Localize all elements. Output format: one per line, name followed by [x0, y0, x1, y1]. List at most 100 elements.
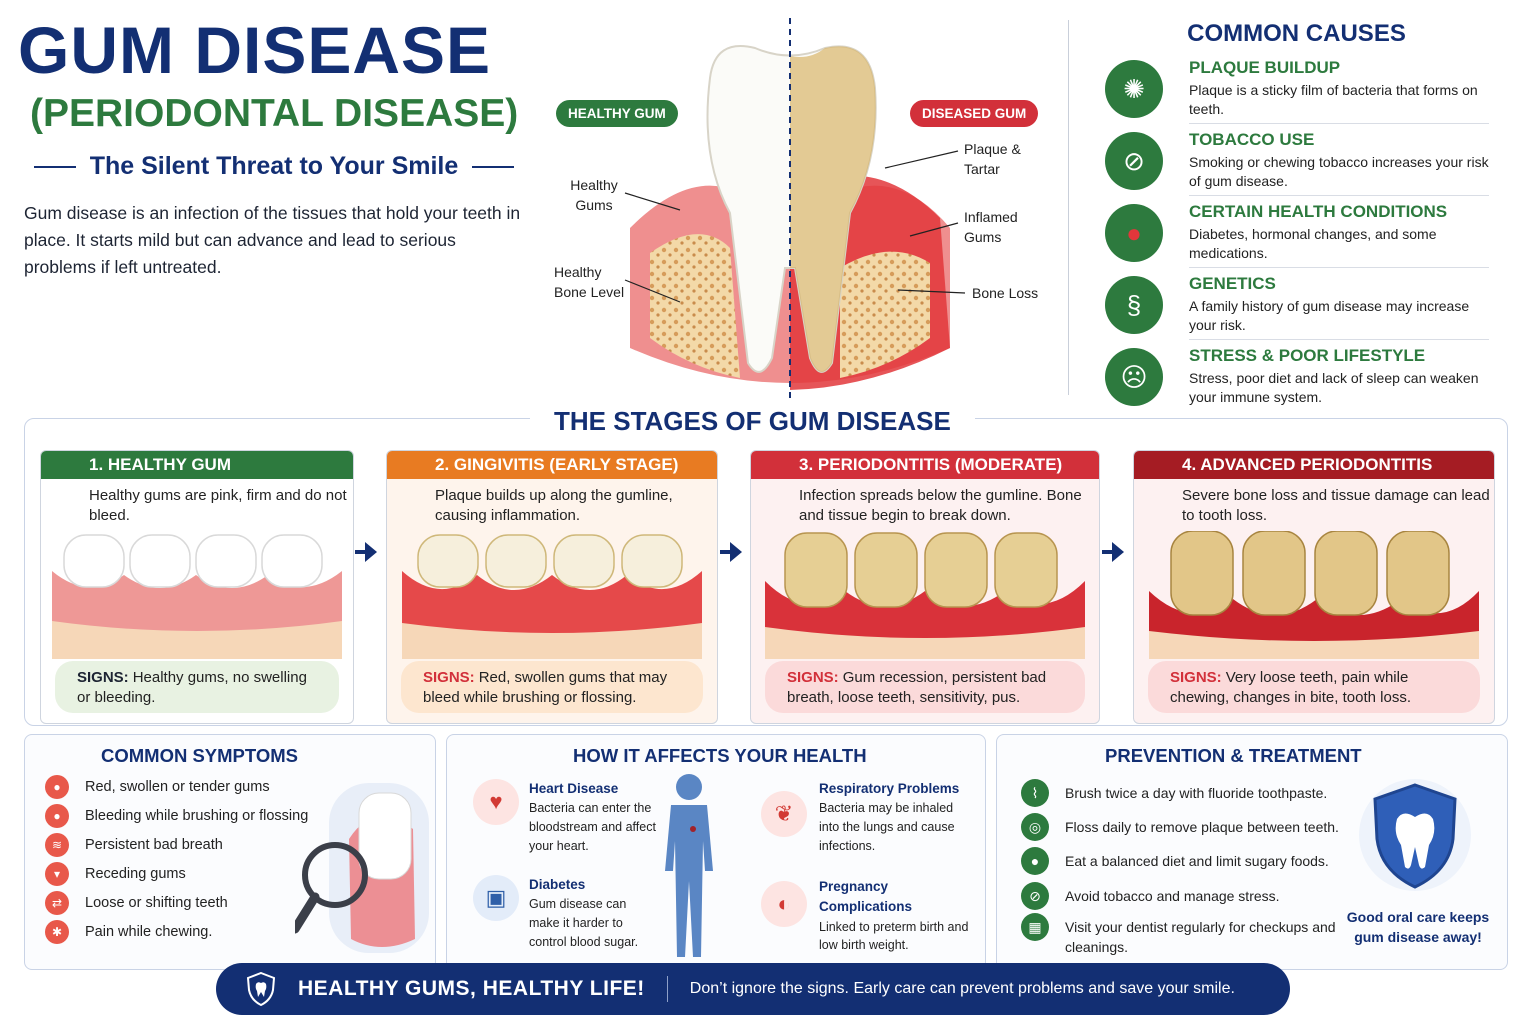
- bleeding-icon: ●: [45, 804, 69, 828]
- signs-label: SIGNS:: [1170, 669, 1222, 686]
- prevention-item: ◎ Floss daily to remove plaque between te…: [1021, 813, 1365, 841]
- prevention-panel: PREVENTION & TREATMENT ⌇Brush twice a da…: [996, 734, 1508, 970]
- lungs-icon: ❦: [761, 791, 807, 837]
- health-title: HOW IT AFFECTS YOUR HEALTH: [573, 745, 867, 766]
- pain-icon: ✱: [45, 920, 69, 944]
- label-plaque-tartar: Plaque & Tartar: [964, 141, 1021, 177]
- magnifier-tooth-illustration: [295, 783, 429, 953]
- glucose-meter-icon: ▣: [473, 875, 519, 921]
- healthy-teeth-illustration: [52, 534, 342, 659]
- symptoms-title: COMMON SYMPTOMS: [101, 745, 298, 766]
- tagline-rule-right: [472, 165, 514, 168]
- health-effects-panel: HOW IT AFFECTS YOUR HEALTH ♥ Heart Disea…: [446, 734, 986, 970]
- apple-icon: ●: [1021, 847, 1049, 875]
- label-healthy-gums: Healthy Gums: [570, 177, 618, 213]
- stages-title: THE STAGES OF GUM DISEASE: [530, 406, 975, 437]
- cigarette-icon: ⊘: [1105, 132, 1163, 190]
- prevention-text: Visit your dentist regularly for checkup…: [1065, 919, 1336, 956]
- symptom-item: ≋Persistent bad breath: [45, 833, 223, 857]
- symptom-text: Bleeding while brushing or flossing: [85, 808, 309, 824]
- signs-label: SIGNS:: [423, 669, 475, 686]
- stage-arrow-icon: [720, 542, 742, 562]
- health-item-title: Pregnancy Complications: [819, 879, 913, 915]
- toothbrush-icon: ⌇: [1021, 779, 1049, 807]
- cause-title: CERTAIN HEALTH CONDITIONS: [1189, 202, 1448, 221]
- signs-label: SIGNS:: [77, 669, 129, 686]
- blood-drop-icon: ●: [1105, 204, 1163, 262]
- stressed-person-icon: ☹: [1105, 348, 1163, 406]
- causes-title: COMMON CAUSES: [1187, 20, 1406, 47]
- tooth-cross-section-illustration: [624, 18, 966, 398]
- tagline-rule-left: [34, 165, 76, 168]
- bottom-banner: HEALTHY GUMS, HEALTHY LIFE! Don’t ignore…: [216, 963, 1290, 1015]
- stage-signs: SIGNS:Gum recession, persistent bad brea…: [765, 661, 1085, 713]
- prevention-item: ⌇ Brush twice a day with fluoride toothpa…: [1021, 779, 1365, 807]
- gingivitis-teeth-illustration: [402, 534, 702, 659]
- cause-desc: Smoking or chewing tobacco increases you…: [1189, 154, 1489, 189]
- pregnancy-icon: ◐: [761, 881, 807, 927]
- cause-title: STRESS & POOR LIFESTYLE: [1189, 346, 1426, 365]
- shield-tooth-icon: [1359, 779, 1471, 891]
- badge-caption: Good oral care keeps gum disease away!: [1346, 909, 1490, 946]
- symptom-item: ▾Receding gums: [45, 862, 186, 886]
- symptom-text: Persistent bad breath: [85, 837, 223, 853]
- periodontitis-teeth-illustration: [765, 532, 1085, 659]
- stage-desc: Severe bone loss and tissue damage can l…: [1182, 487, 1490, 525]
- signs-text: Red, swollen gums that may bleed while b…: [423, 669, 668, 707]
- signs-text: Healthy gums, no swelling or bleeding.: [77, 669, 307, 707]
- symptom-text: Loose or shifting teeth: [85, 895, 228, 911]
- shield-tooth-icon: [246, 972, 276, 1006]
- prevention-text: Eat a balanced diet and limit sugary foo…: [1065, 853, 1329, 869]
- tooth-comparison-diagram: HEALTHY GUM DISEASED GUM Healthy Gums He…: [540, 18, 1060, 398]
- stage-desc: Healthy gums are pink, firm and do not b…: [89, 487, 347, 525]
- health-item-desc: Bacteria can enter the bloodstream and a…: [529, 801, 656, 853]
- stage-desc: Infection spreads below the gumline. Bon…: [799, 487, 1082, 525]
- health-item-title: Diabetes: [529, 877, 586, 892]
- loose-tooth-icon: ⇄: [45, 891, 69, 915]
- prevention-text: Floss daily to remove plaque between tee…: [1065, 819, 1339, 835]
- symptom-item: ● Red, swollen or tender gums: [45, 775, 270, 799]
- cause-desc: A family history of gum disease may incr…: [1189, 298, 1470, 333]
- floss-icon: ◎: [1021, 813, 1049, 841]
- health-item-desc: Linked to preterm birth and low birth we…: [819, 919, 969, 953]
- stage-signs: SIGNS:Red, swollen gums that may bleed w…: [401, 661, 703, 713]
- receding-gum-icon: ▾: [45, 862, 69, 886]
- intro-paragraph: Gum disease is an infection of the tissu…: [24, 203, 521, 278]
- stage-signs: SIGNS:Healthy gums, no swelling or bleed…: [55, 661, 339, 713]
- prevention-item: ● Eat a balanced diet and limit sugary fo…: [1021, 847, 1365, 875]
- stage-desc: Plaque builds up along the gumline, caus…: [435, 487, 673, 525]
- cause-item: ☹ STRESS & POOR LIFESTYLE Stress, poor di…: [1105, 346, 1528, 418]
- prevention-text: Brush twice a day with fluoride toothpas…: [1065, 785, 1328, 801]
- calendar-icon: ▦: [1021, 913, 1049, 941]
- symptom-text: Red, swollen or tender gums: [85, 779, 270, 795]
- prevention-item: ⊘Avoid tobacco and manage stress.: [1021, 882, 1365, 910]
- bacteria-icon: ✺: [1105, 60, 1163, 118]
- heart-icon: ♥: [473, 779, 519, 825]
- advanced-periodontitis-teeth-illustration: [1149, 531, 1479, 659]
- stage-signs: SIGNS:Very loose teeth, pain while chewi…: [1148, 661, 1480, 713]
- stage-title: 4. ADVANCED PERIODONTITIS: [1134, 451, 1494, 479]
- health-item-desc: Bacteria may be inhaled into the lungs a…: [819, 801, 955, 853]
- stage-arrow-icon: [1102, 542, 1124, 562]
- stage-card-healthy: 1. HEALTHY GUM Healthy gums are pink, fi…: [40, 450, 354, 724]
- symptom-item: ● Bleeding while brushing or flossing: [45, 804, 308, 828]
- signs-label: SIGNS:: [787, 669, 839, 686]
- stage-card-periodontitis: 3. PERIODONTITIS (MODERATE) Infection sp…: [750, 450, 1100, 724]
- tagline-text: The Silent Threat to Your Smile: [89, 152, 459, 180]
- cause-title: GENETICS: [1189, 274, 1276, 293]
- stage-title: 3. PERIODONTITIS (MODERATE): [751, 451, 1099, 479]
- drop-icon: ●: [45, 775, 69, 799]
- health-item-desc: Gum disease can make it harder to contro…: [529, 897, 639, 949]
- stage-card-gingivitis: 2. GINGIVITIS (EARLY STAGE) Plaque build…: [386, 450, 718, 724]
- cause-desc: Stress, poor diet and lack of sleep can …: [1189, 370, 1479, 405]
- symptoms-panel: COMMON SYMPTOMS ● Red, swollen or tender …: [24, 734, 436, 970]
- symptom-item: ✱Pain while chewing.: [45, 920, 212, 944]
